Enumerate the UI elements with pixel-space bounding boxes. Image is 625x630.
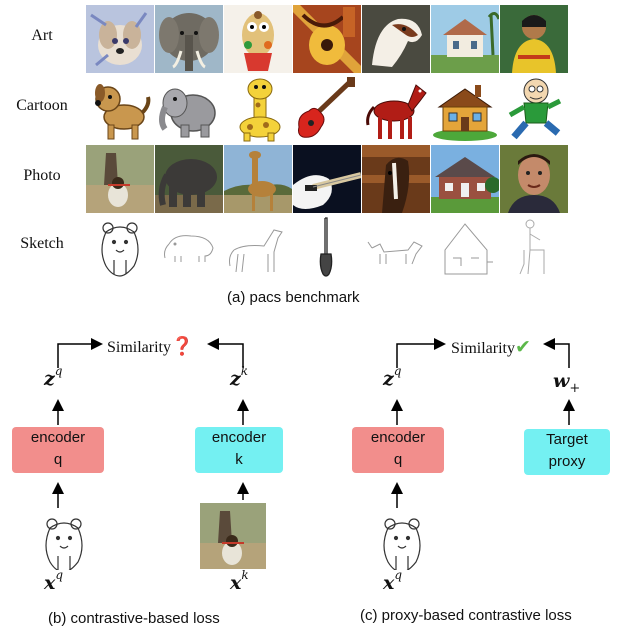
encoder-q-line1-c: encoder [370,429,426,446]
key-photo-image [200,503,266,569]
sketch-horse-image [224,214,292,282]
sketch-dog-image [86,214,154,282]
cartoon-elephant-image [155,75,223,143]
row-label-photo: Photo [23,167,61,184]
photo-elephant-image [155,145,223,213]
sketch-horse2-image [362,214,430,282]
photo-guitar-image [293,145,361,213]
z-k-symbol: zk [230,364,249,390]
art-giraffe-image [224,5,292,73]
sketch-elephant-image [155,214,223,282]
check-icon: ✔ [515,336,531,358]
target-proxy-box: Target proxy [524,429,610,475]
similarity-label-b: Similarity❓ [107,336,193,357]
encoder-k-line2: k [235,451,243,468]
target-proxy-line2: proxy [548,453,586,470]
row-label-cartoon: Cartoon [16,97,68,114]
photo-giraffe-image [224,145,292,213]
art-elephant-image [155,5,223,73]
similarity-text-b: Similarity [107,339,171,356]
photo-dog-image [86,145,154,213]
z-q-symbol: zq [44,364,63,390]
row-label-sketch: Sketch [20,235,64,252]
x-q-symbol-c: xq [383,568,403,594]
caption-contrastive-loss: (b) contrastive-based loss [48,610,220,627]
cartoon-person-image [500,75,568,143]
sketch-house-image [431,214,499,282]
cartoon-dog-image [86,75,154,143]
encoder-k-box: encoder k [195,427,283,473]
sketch-person-image [500,214,568,282]
x-k-symbol: xk [230,568,249,594]
photo-horse-image [362,145,430,213]
art-house-image [431,5,499,73]
art-person-image [500,5,568,73]
row-label-art: Art [31,27,53,44]
encoder-q-line1-b: encoder [30,429,86,446]
target-proxy-line1: Target [546,431,588,448]
caption-pacs-benchmark: (a) pacs benchmark [227,289,360,306]
z-q-symbol-c: zq [383,364,402,390]
art-dog-image [86,5,154,73]
similarity-text-c: Similarity [451,340,515,357]
cartoon-giraffe-image [224,75,292,143]
encoder-q-box-b: encoder q [12,427,104,473]
caption-proxy-contrastive-loss: (c) proxy-based contrastive loss [360,607,572,624]
x-q-symbol-b: xq [44,568,64,594]
art-guitar-image [293,5,361,73]
sketch-guitar-image [293,214,361,282]
photo-house-image [431,145,499,213]
encoder-k-line1: encoder [211,429,267,446]
cartoon-horse-image [362,75,430,143]
similarity-label-c: Similarity✔ [451,336,531,358]
query-sketch-image-c [368,510,428,570]
photo-person-image [500,145,568,213]
encoder-q-line2-b: q [53,451,63,468]
w-plus-symbol: w+ [553,370,581,396]
encoder-q-line2-c: q [393,451,403,468]
art-horse-image [362,5,430,73]
question-icon: ❓ [171,336,194,357]
encoder-q-box-c: encoder q [352,427,444,473]
cartoon-house-image [431,75,499,143]
query-sketch-image-b [30,510,90,570]
cartoon-guitar-image [293,75,361,143]
